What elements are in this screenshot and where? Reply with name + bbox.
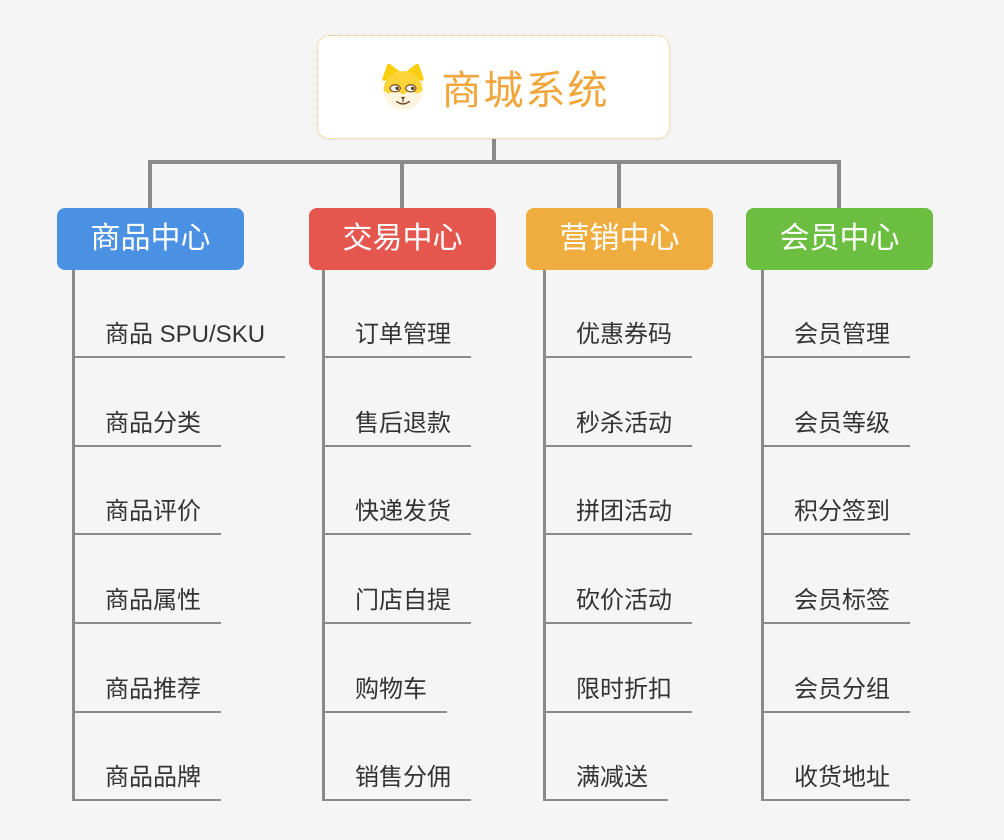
connector-trunk-member	[761, 270, 764, 801]
leaf-node[interactable]: 商品属性	[72, 584, 221, 624]
leaf-node[interactable]: 商品分类	[72, 407, 221, 447]
root-node[interactable]: 商城系统	[317, 35, 670, 139]
leaf-node[interactable]: 商品品牌	[72, 761, 221, 801]
leaf-node[interactable]: 商品评价	[72, 495, 221, 535]
connector-trunk-product	[72, 270, 75, 801]
leaf-node[interactable]: 会员分组	[761, 673, 910, 713]
connector-drop-member	[837, 160, 841, 208]
leaf-node[interactable]: 商品推荐	[72, 673, 221, 713]
branch-node-marketing-center[interactable]: 营销中心	[526, 208, 713, 270]
branch-node-trade-center[interactable]: 交易中心	[309, 208, 496, 270]
leaf-node[interactable]: 快递发货	[322, 495, 471, 535]
leaf-node[interactable]: 购物车	[322, 673, 447, 713]
leaf-node[interactable]: 积分签到	[761, 495, 910, 535]
leaf-node[interactable]: 售后退款	[322, 407, 471, 447]
leaf-node[interactable]: 会员管理	[761, 318, 910, 358]
dog-icon	[378, 63, 428, 111]
leaf-node[interactable]: 会员标签	[761, 584, 910, 624]
connector-drop-trade	[400, 160, 404, 208]
leaf-node[interactable]: 秒杀活动	[543, 407, 692, 447]
leaf-node[interactable]: 销售分佣	[322, 761, 471, 801]
root-title: 商城系统	[441, 69, 610, 113]
leaf-node[interactable]: 优惠券码	[543, 318, 692, 358]
leaf-node[interactable]: 门店自提	[322, 584, 471, 624]
leaf-node[interactable]: 限时折扣	[543, 673, 692, 713]
branch-node-product-center[interactable]: 商品中心	[57, 208, 244, 270]
leaf-node[interactable]: 商品 SPU/SKU	[72, 318, 286, 358]
connector-horizontal-bar	[148, 160, 841, 164]
connector-trunk-marketing	[543, 270, 546, 801]
leaf-node[interactable]: 拼团活动	[543, 495, 692, 535]
leaf-node[interactable]: 满减送	[543, 761, 668, 801]
connector-drop-product	[148, 160, 152, 208]
leaf-node[interactable]: 会员等级	[761, 407, 910, 447]
connector-drop-marketing	[617, 160, 621, 208]
leaf-node[interactable]: 砍价活动	[543, 584, 692, 624]
branch-node-member-center[interactable]: 会员中心	[746, 208, 933, 270]
leaf-node[interactable]: 收货地址	[761, 761, 910, 801]
connector-root-stem	[492, 139, 496, 164]
connector-trunk-trade	[322, 270, 325, 801]
leaf-node[interactable]: 订单管理	[322, 318, 471, 358]
